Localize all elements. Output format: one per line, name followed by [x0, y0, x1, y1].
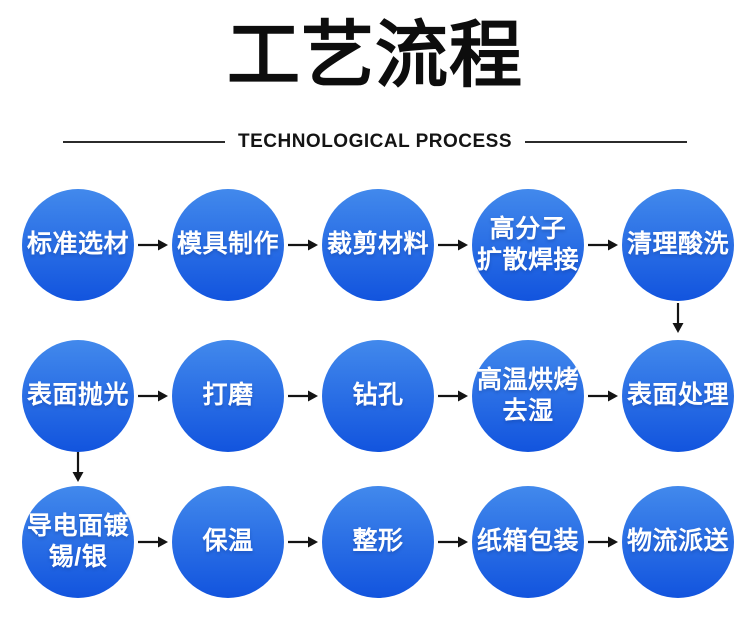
step-grinding: 打磨 [172, 340, 284, 452]
step-conductive-surface-plating: 导电面镀 锡/银 [22, 486, 134, 598]
arrow-right-icon [288, 390, 318, 402]
arrow-right-icon [138, 536, 168, 548]
arrow-right-icon [438, 536, 468, 548]
page-subtitle: TECHNOLOGICAL PROCESS [237, 131, 513, 152]
arrow-right-icon [138, 239, 168, 251]
step-material-cutting: 裁剪材料 [322, 189, 434, 301]
arrow-right-icon [138, 390, 168, 402]
step-surface-treatment: 表面处理 [622, 340, 734, 452]
page-title: 工艺流程 [227, 15, 523, 96]
subtitle-row: TECHNOLOGICAL PROCESS [0, 131, 750, 153]
step-high-temp-baking-dehumidify: 高温烘烤 去湿 [472, 340, 584, 452]
arrow-right-icon [288, 536, 318, 548]
arrow-right-icon [588, 536, 618, 548]
step-drilling: 钻孔 [322, 340, 434, 452]
arrow-down-icon [672, 303, 684, 333]
step-polymer-diffusion-welding: 高分子 扩散焊接 [472, 189, 584, 301]
arrow-right-icon [438, 390, 468, 402]
step-heat-preservation: 保温 [172, 486, 284, 598]
arrow-right-icon [588, 390, 618, 402]
step-logistics-delivery: 物流派送 [622, 486, 734, 598]
step-cleaning-pickling: 清理酸洗 [622, 189, 734, 301]
divider-line-left [62, 141, 225, 143]
arrow-down-icon [72, 452, 84, 482]
step-carton-packing: 纸箱包装 [472, 486, 584, 598]
divider-line-right [525, 141, 688, 143]
arrow-right-icon [588, 239, 618, 251]
step-mold-making: 模具制作 [172, 189, 284, 301]
step-standard-material-selection: 标准选材 [22, 189, 134, 301]
step-surface-polishing: 表面抛光 [22, 340, 134, 452]
arrow-right-icon [288, 239, 318, 251]
step-shaping: 整形 [322, 486, 434, 598]
arrow-right-icon [438, 239, 468, 251]
